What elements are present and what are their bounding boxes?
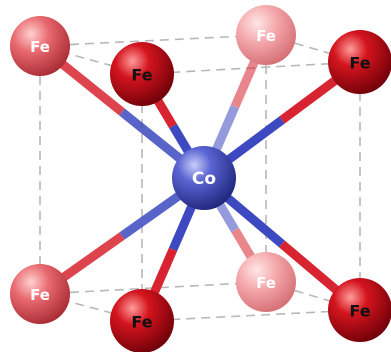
- fe-atom-6: Fe: [236, 252, 296, 312]
- cell-edge-0: [39, 34, 267, 47]
- co-atom-label: Co: [192, 169, 216, 189]
- fe-atom-4: Fe: [10, 264, 70, 324]
- fe-atom-3: Fe: [328, 30, 391, 94]
- fe-atom-label-6: Fe: [256, 274, 276, 292]
- fe-atom-0: Fe: [10, 16, 70, 76]
- cell-edge-6: [141, 309, 361, 322]
- fe-atom-7: Fe: [328, 278, 391, 342]
- fe-atom-label-7: Fe: [349, 302, 370, 321]
- fe-atom-label-4: Fe: [30, 286, 50, 304]
- co-atom: Co: [172, 146, 236, 210]
- fe-atom-5: Fe: [110, 289, 174, 352]
- fe-atom-label-5: Fe: [131, 313, 152, 332]
- fe-atom-label-3: Fe: [349, 54, 370, 73]
- fe-atom-label-1: Fe: [131, 66, 152, 85]
- fe-atom-label-2: Fe: [256, 27, 276, 45]
- fe-atom-1: Fe: [110, 42, 174, 106]
- fe-atom-2: Fe: [236, 5, 296, 65]
- fe-atom-label-0: Fe: [30, 38, 50, 56]
